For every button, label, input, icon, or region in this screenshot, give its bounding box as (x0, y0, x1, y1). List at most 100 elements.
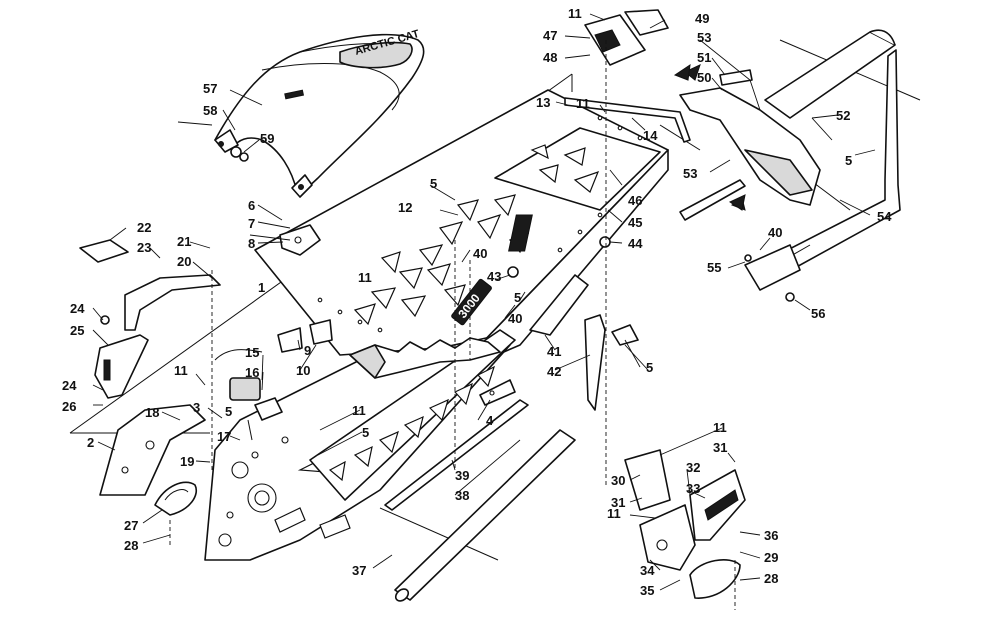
callout-58: 58 (203, 103, 217, 118)
callout-11d: 11 (174, 363, 188, 378)
callout-36: 36 (764, 528, 778, 543)
direction-arrows (673, 63, 746, 211)
callout-11a: 11 (568, 6, 582, 21)
callout-19: 19 (180, 454, 194, 469)
bracket-25 (94, 315, 149, 399)
callout-23: 23 (137, 240, 151, 255)
callout-12: 12 (398, 200, 412, 215)
callout-5d: 5 (514, 290, 521, 305)
callout-53b: 53 (683, 166, 697, 181)
callout-15: 15 (245, 345, 259, 360)
tunnel-rivets (317, 115, 643, 333)
callout-11e: 11 (352, 403, 366, 418)
callout-24b: 24 (62, 378, 77, 393)
callout-48: 48 (543, 50, 557, 65)
end-cap-27 (154, 481, 197, 516)
callout-27: 27 (124, 518, 138, 533)
rear-cover (679, 64, 833, 211)
rear-bumper-bracket (564, 97, 691, 143)
right-footrest-parts (624, 449, 746, 599)
seat-fasteners (177, 121, 249, 162)
callout-1: 1 (258, 280, 265, 295)
callout-4: 4 (486, 413, 494, 428)
callout-5e: 5 (646, 360, 653, 375)
rear-hardware (744, 244, 801, 302)
callout-51: 51 (697, 50, 711, 65)
seat: ARCTIC CAT (214, 28, 425, 198)
callout-14: 14 (643, 128, 658, 143)
callout-8: 8 (248, 236, 255, 251)
callout-28b: 28 (764, 571, 778, 586)
callout-7: 7 (248, 216, 255, 231)
callout-46: 46 (628, 193, 642, 208)
callout-6: 6 (248, 198, 255, 213)
callout-9: 9 (304, 343, 311, 358)
callout-30: 30 (611, 473, 625, 488)
callout-40b: 40 (508, 311, 522, 326)
callout-57: 57 (203, 81, 217, 96)
callout-50: 50 (697, 70, 711, 85)
callout-38: 38 (455, 488, 469, 503)
side-flap (507, 266, 639, 411)
callout-59: 59 (260, 131, 274, 146)
callout-16: 16 (245, 365, 259, 380)
callout-53a: 53 (697, 30, 711, 45)
bracket-2 (99, 404, 206, 496)
callout-22: 22 (137, 220, 151, 235)
tunnel-assembly: 3000 (254, 89, 669, 361)
callout-47: 47 (543, 28, 557, 43)
callout-5c: 5 (362, 425, 369, 440)
rear-lights (584, 9, 669, 248)
callout-42: 42 (547, 364, 561, 379)
callout-45: 45 (628, 215, 642, 230)
callout-31b: 31 (611, 495, 625, 510)
rail-bars (384, 240, 576, 602)
callout-11b: 11 (576, 96, 590, 111)
callout-41: 41 (547, 344, 561, 359)
callout-21: 21 (177, 234, 191, 249)
tow-hitch (79, 239, 221, 331)
callout-43: 43 (487, 269, 501, 284)
bracket-4 (479, 379, 516, 406)
callout-5a: 5 (430, 176, 437, 191)
callout-17: 17 (217, 429, 231, 444)
callout-39: 39 (455, 468, 469, 483)
callout-40c: 40 (768, 225, 782, 240)
callout-11g: 11 (607, 506, 621, 521)
callout-40a: 40 (473, 246, 487, 261)
running-board (309, 329, 516, 501)
callout-11c: 11 (358, 270, 372, 285)
voltage-regulator (214, 349, 283, 441)
callout-44: 44 (628, 236, 643, 251)
callout-55: 55 (707, 260, 721, 275)
leader-lines (92, 13, 876, 610)
callout-20: 20 (177, 254, 191, 269)
callout-2: 2 (87, 435, 94, 450)
callout-34: 34 (640, 563, 655, 578)
callout-29: 29 (764, 550, 778, 565)
callout-3: 3 (193, 400, 200, 415)
bracket-8 (279, 224, 321, 256)
callout-13: 13 (536, 95, 550, 110)
callout-28a: 28 (124, 538, 138, 553)
callout-56: 56 (811, 306, 825, 321)
callout-24a: 24 (70, 301, 85, 316)
callout-35: 35 (640, 583, 654, 598)
callout-5b: 5 (225, 404, 232, 419)
callout-54: 54 (877, 209, 892, 224)
callout-49: 49 (695, 11, 709, 26)
callout-25: 25 (70, 323, 84, 338)
callout-26: 26 (62, 399, 76, 414)
callout-32: 32 (686, 460, 700, 475)
callout-labels: 1 2 3 4 5 5 5 5 5 5 6 7 8 9 10 11 11 11 … (62, 6, 892, 598)
callout-37: 37 (352, 563, 366, 578)
callout-31a: 31 (713, 440, 727, 455)
callout-11f: 11 (713, 420, 727, 435)
mount-plates (277, 319, 333, 353)
callout-10: 10 (296, 363, 310, 378)
callout-52: 52 (836, 108, 850, 123)
callout-5f: 5 (845, 153, 852, 168)
callout-18: 18 (145, 405, 159, 420)
callout-33: 33 (686, 481, 700, 496)
